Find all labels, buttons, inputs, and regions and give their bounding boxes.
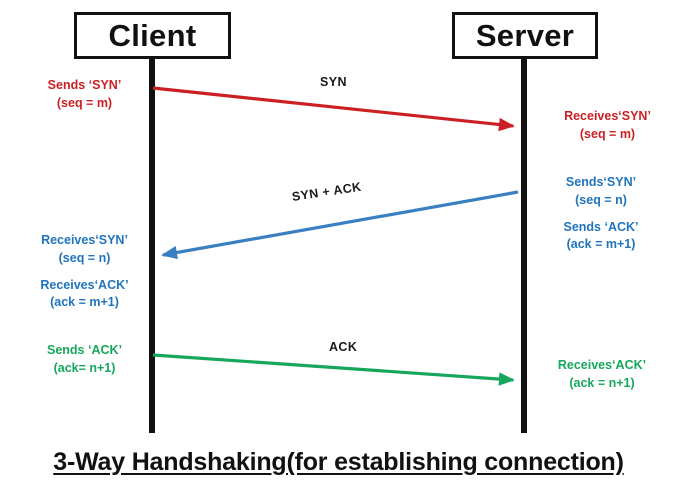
note-line: (seq = n) bbox=[575, 192, 627, 207]
note-line: (seq = m) bbox=[56, 95, 113, 110]
ack-arrow bbox=[152, 353, 515, 386]
note-line: (seq = m) bbox=[579, 126, 636, 141]
note-server-receives-ack: Receives‘ACK’ (ack = n+1) bbox=[537, 357, 667, 393]
syn-arrow bbox=[152, 86, 515, 132]
note-client-sends-syn: Sends ‘SYN’ (seq = m) bbox=[22, 77, 147, 113]
client-endpoint-box: Client bbox=[74, 12, 231, 59]
note-line: Receives‘ACK’ bbox=[40, 277, 129, 292]
diagram-title: 3-Way Handshaking(for establishing conne… bbox=[53, 448, 624, 476]
note-line: Receives‘SYN’ bbox=[564, 109, 651, 123]
note-server-sends-syn-ack: Sends‘SYN’ (seq = n) Sends ‘ACK’ (ack = … bbox=[537, 174, 665, 254]
syn-message-label: SYN bbox=[320, 75, 347, 89]
note-line: (ack= n+1) bbox=[53, 360, 116, 375]
note-line: Sends ‘ACK’ bbox=[563, 219, 639, 234]
note-server-receives-syn: Receives‘SYN’ (seq = m) bbox=[545, 108, 670, 144]
note-client-receives-syn-ack: Receives‘SYN’ (seq = n) Receives‘ACK’ (a… bbox=[18, 232, 151, 312]
syn-ack-message-label: SYN + ACK bbox=[290, 179, 363, 204]
server-endpoint-box: Server bbox=[452, 12, 598, 59]
client-lifeline bbox=[149, 59, 155, 433]
note-line: Receives‘SYN’ bbox=[41, 233, 128, 247]
note-line: (seq = n) bbox=[58, 250, 111, 265]
note-line: Receives‘ACK’ bbox=[557, 358, 647, 372]
ack-message-label: ACK bbox=[329, 340, 358, 354]
note-line: Sends‘SYN’ bbox=[565, 175, 637, 189]
note-line: Sends ‘SYN’ bbox=[47, 78, 122, 92]
note-line: Sends ‘ACK’ bbox=[46, 343, 122, 357]
syn-ack-arrow bbox=[161, 190, 519, 260]
note-line: (ack = n+1) bbox=[569, 375, 635, 390]
note-line: (ack = m+1) bbox=[50, 295, 119, 310]
client-label: Client bbox=[108, 18, 197, 53]
server-lifeline bbox=[521, 59, 527, 433]
note-line: (ack = m+1) bbox=[566, 237, 636, 252]
note-client-sends-ack: Sends ‘ACK’ (ack= n+1) bbox=[22, 342, 147, 378]
server-label: Server bbox=[475, 18, 575, 53]
